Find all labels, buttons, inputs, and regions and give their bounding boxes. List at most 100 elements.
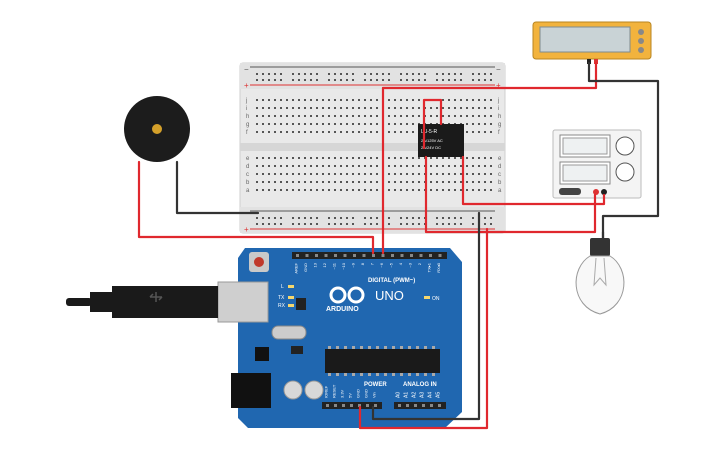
digital-pin-label: 8 [360, 262, 365, 265]
buzzer-icon[interactable] [124, 96, 190, 162]
digital-pin-label: ~11 [332, 262, 337, 269]
analog-header-label: ANALOG IN [403, 382, 437, 388]
digital-pin[interactable] [381, 254, 385, 257]
digital-pin[interactable] [305, 254, 309, 257]
power-pin-label: 5V [348, 393, 353, 398]
analog-pin[interactable] [398, 404, 401, 407]
row-letter: f [246, 130, 248, 136]
analog-pin-label: A4 [428, 392, 434, 398]
wire-5v[interactable] [358, 227, 489, 430]
wire-buzzer-pin[interactable] [137, 160, 375, 255]
multimeter-icon[interactable] [532, 21, 652, 64]
digital-pin[interactable] [362, 254, 366, 257]
digital-pin[interactable] [343, 254, 347, 257]
relay[interactable]: LU-5-R 2A/125V AC 2A/24V DC [418, 124, 464, 157]
digital-pin-label: RX◂0 [436, 262, 441, 273]
wires [137, 61, 660, 430]
led-rx-label: RX [278, 303, 286, 309]
digital-pin-label: ~3 [408, 262, 413, 267]
microcontroller-chip [325, 349, 440, 373]
digital-pin[interactable] [410, 254, 413, 257]
relay-rating-1: 2A/125V AC [421, 138, 443, 143]
digital-pin[interactable] [334, 254, 337, 257]
analog-pin[interactable] [438, 404, 441, 407]
row-letter: j [245, 98, 247, 104]
rail-plus-label-bottom: + [244, 225, 249, 234]
digital-pin-label: AREF [294, 262, 299, 273]
row-letter: g [246, 122, 249, 128]
rail-minus-label: − [244, 65, 249, 74]
row-letter: b [498, 180, 502, 186]
power-pin[interactable] [342, 404, 345, 407]
row-letter: c [498, 172, 501, 178]
led-on-label: ON [432, 296, 440, 302]
power-pin[interactable] [350, 404, 353, 407]
row-letter: e [246, 156, 250, 162]
row-letter: h [498, 114, 501, 120]
led-tx-label: TX [278, 295, 285, 301]
digital-pin-label: ~5 [389, 262, 394, 267]
wire-supply-positive[interactable] [424, 155, 597, 234]
row-letter: h [246, 114, 249, 120]
rail-plus-label: + [244, 81, 249, 90]
analog-pin-label: A5 [436, 392, 442, 398]
model-label: UNO [375, 288, 404, 303]
voltage-regulator [255, 347, 269, 361]
wire-meter-positive[interactable] [381, 61, 598, 90]
analog-pin[interactable] [430, 404, 433, 407]
analog-pin-label: A2 [412, 392, 418, 398]
digital-pin-label: ~6 [379, 262, 384, 267]
power-pin[interactable] [366, 404, 369, 407]
reset-button[interactable] [254, 257, 264, 267]
arduino-logo: ARDUINO UNO [326, 286, 404, 313]
power-pin[interactable] [358, 404, 361, 407]
analog-pin[interactable] [414, 404, 417, 407]
digital-pin[interactable] [324, 254, 328, 257]
digital-pin-label: 7 [370, 262, 375, 265]
row-letter: j [497, 98, 499, 104]
power-header-label: POWER [364, 382, 387, 388]
power-pin-label: Vin [372, 392, 377, 398]
digital-pin[interactable] [419, 254, 423, 257]
usb-plug-icon[interactable] [66, 281, 269, 323]
digital-pin[interactable] [296, 254, 299, 257]
brand-label: ARDUINO [326, 306, 359, 313]
analog-pin[interactable] [406, 404, 409, 407]
row-letter: i [498, 106, 499, 112]
digital-pin[interactable] [400, 254, 404, 257]
digital-pin[interactable] [372, 254, 375, 257]
power-pin-label: 3.3V [340, 389, 345, 398]
bulb-icon[interactable] [575, 238, 625, 315]
row-letter: g [498, 122, 501, 128]
analog-pin[interactable] [422, 404, 425, 407]
power-supply-icon[interactable] [552, 129, 642, 199]
dc-jack[interactable] [231, 373, 271, 408]
digital-pin[interactable] [438, 254, 442, 257]
capacitor-2 [304, 380, 324, 400]
row-letter: a [498, 188, 502, 194]
digital-pin[interactable] [391, 254, 394, 257]
power-pin[interactable] [334, 404, 337, 407]
analog-pin-label: A1 [404, 392, 410, 398]
digital-pin-label: 13 [313, 262, 318, 267]
analog-pin-label: A3 [420, 392, 426, 398]
digital-pin[interactable] [353, 254, 356, 257]
row-letter: d [246, 164, 249, 170]
power-pin-label: GND [356, 389, 361, 398]
digital-pin[interactable] [429, 254, 432, 257]
row-letter: f [498, 130, 500, 136]
power-pin[interactable] [374, 404, 377, 407]
wire-buzzer-gnd[interactable] [175, 160, 260, 215]
digital-pin-label: ~10 [341, 262, 346, 270]
power-pin[interactable] [326, 404, 329, 407]
digital-pin[interactable] [315, 254, 318, 257]
analog-pin-label: A0 [396, 392, 402, 398]
wire-gnd[interactable] [371, 211, 481, 421]
row-letter: b [246, 180, 250, 186]
digital-pin-label: 2 [417, 262, 422, 265]
wire-meter-negative[interactable] [587, 61, 660, 240]
row-letter: c [246, 172, 249, 178]
